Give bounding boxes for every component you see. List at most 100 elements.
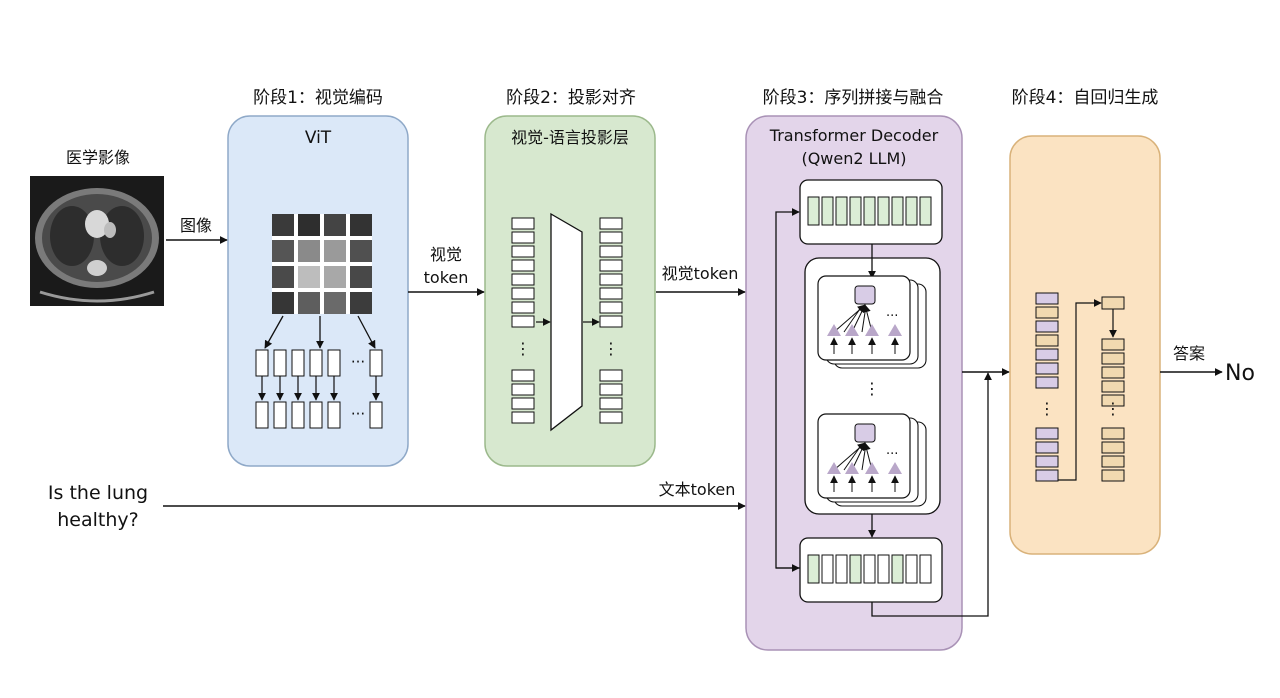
projector-in-token [511, 411, 535, 424]
vit-embed-token [291, 349, 305, 377]
generation-in-token [1035, 306, 1059, 319]
projector-in-token [511, 273, 535, 286]
attention-edge [861, 443, 867, 471]
decoder-output-token [905, 554, 918, 584]
generated-token [1101, 296, 1125, 310]
vit-embed-token [273, 349, 287, 377]
patch-arrow-right [357, 315, 376, 349]
answer-label: 答案 [1173, 344, 1205, 363]
projector-out-token [599, 259, 623, 272]
projector-out-token [599, 383, 623, 396]
generation-out-token [1101, 366, 1125, 379]
projector-output-label: 视觉token [662, 264, 739, 283]
generation-in-token [1035, 427, 1059, 440]
decoder-input-token [891, 196, 904, 226]
stage4-title: 阶段4：自回归生成 [1012, 88, 1159, 108]
stage1-title: 阶段1：视觉编码 [253, 88, 383, 108]
projector-in-token [511, 315, 535, 328]
decoder-layer-stack-1: ··· [817, 275, 927, 369]
decoder-layer-stack-2: ··· [817, 413, 927, 507]
decoder-input-token [849, 196, 862, 226]
generation-in-token [1035, 334, 1059, 347]
attention-key-node [845, 324, 859, 336]
generation-out-token [1101, 427, 1125, 440]
decoder-input-token [821, 196, 834, 226]
generation-in-token [1035, 469, 1059, 482]
attention-query-node [854, 285, 876, 305]
projector-left-vdots: ⋮ [515, 339, 531, 358]
projector-right-vdots: ⋮ [603, 339, 619, 358]
generation-input-tokens [1035, 292, 1059, 482]
projector-out-token [599, 369, 623, 382]
ct-scan-image [30, 176, 164, 306]
generation-out-token [1101, 441, 1125, 454]
projector-out-token [599, 301, 623, 314]
vit-output-token [369, 401, 383, 429]
attention-edge [851, 442, 866, 471]
projector-title: 视觉-语言投影层 [511, 128, 629, 147]
decoder-output-token [835, 554, 848, 584]
decoder-title-line-1: Transformer Decoder [769, 126, 939, 145]
projector-out-token [599, 397, 623, 410]
generation-autoregressive-arrow [1058, 299, 1102, 481]
decoder-output-token [863, 554, 876, 584]
decoder-output-token [891, 554, 904, 584]
vit-embed-token [369, 349, 383, 377]
generation-out-token [1101, 338, 1125, 351]
generation-in-token [1035, 455, 1059, 468]
generation-out-token [1101, 455, 1125, 468]
projector-in-token [511, 301, 535, 314]
generation-in-token [1035, 292, 1059, 305]
vit-output-token [309, 401, 323, 429]
generation-left-vdots: ⋮ [1039, 399, 1055, 418]
projector-out-token [599, 245, 623, 258]
attention-query-node [854, 423, 876, 443]
stage2-title: 阶段2：投影对齐 [506, 88, 636, 108]
decoder-input-tokens [807, 196, 932, 226]
decoder-input-token [905, 196, 918, 226]
generation-out-token [1101, 394, 1125, 407]
question-line-2: healthy? [57, 509, 138, 531]
projector-out-token [599, 411, 623, 424]
decoder-output-token [877, 554, 890, 584]
projector-out-token [599, 273, 623, 286]
attention-key-node [865, 462, 879, 474]
decoder-input-token [877, 196, 890, 226]
generation-panel [1009, 135, 1161, 555]
projector-out-token [599, 217, 623, 230]
generation-in-token [1035, 376, 1059, 389]
vit-bottom-ellipsis: ··· [351, 405, 365, 423]
attention-key-node [827, 462, 841, 474]
generation-in-token [1035, 362, 1059, 375]
vit-output-token [291, 401, 305, 429]
projector-out-token [599, 287, 623, 300]
vit-embed-token [327, 349, 341, 377]
vit-output-token [327, 401, 341, 429]
decoder-output-token [821, 554, 834, 584]
attention-key-node [888, 462, 902, 474]
generation-out-token [1101, 352, 1125, 365]
attention-edge [843, 305, 863, 333]
vit-top-ellipsis: ··· [351, 353, 365, 371]
attention-key-node [865, 324, 879, 336]
decoder-input-token [807, 196, 820, 226]
vit-title: ViT [305, 128, 332, 148]
vit-output-token-row [255, 401, 383, 429]
generation-output-tokens [1101, 338, 1125, 482]
answer-text: No [1225, 361, 1255, 386]
decoder-input-token [919, 196, 932, 226]
question-line-1: Is the lung [48, 482, 148, 504]
generation-in-token [1035, 441, 1059, 454]
image-edge-label: 图像 [180, 216, 212, 235]
decoder-output-feedback-arrow [871, 372, 992, 617]
projector-out-token [599, 315, 623, 328]
projector-output-tokens [599, 217, 623, 424]
generation-right-vdots: ⋮ [1105, 399, 1121, 418]
vit-output-token [255, 401, 269, 429]
decoder-output-token [849, 554, 862, 584]
attention-key-node [845, 462, 859, 474]
projector-in-token [511, 217, 535, 230]
layer-ellipsis: ··· [886, 309, 898, 324]
vit-embed-token [255, 349, 269, 377]
